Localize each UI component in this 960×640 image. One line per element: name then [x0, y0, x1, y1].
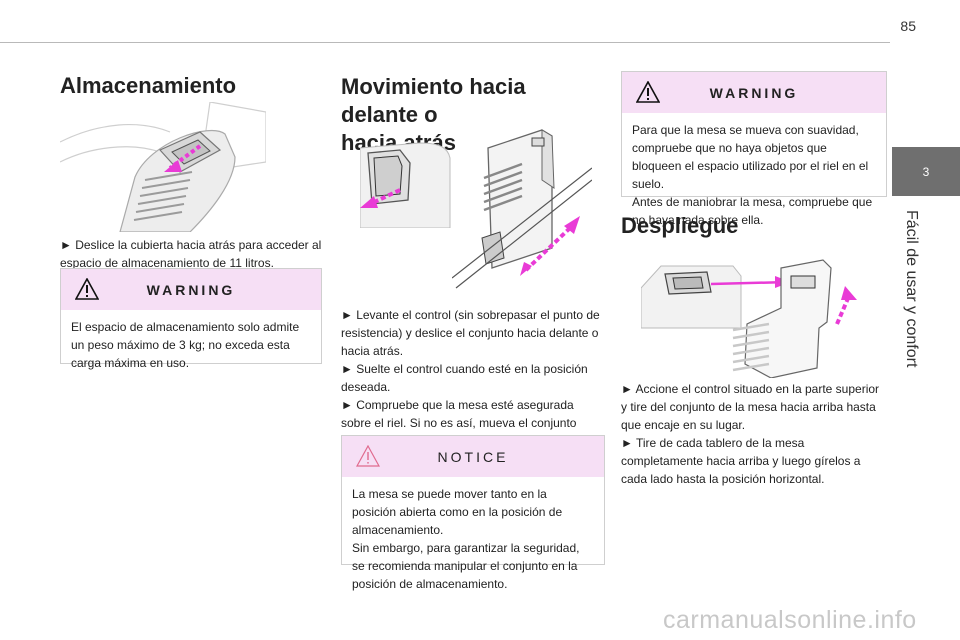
warning-text-1: Para que la mesa se mueva con suavidad, …: [632, 123, 869, 191]
storage-illustration: [60, 102, 266, 232]
move-steps: ► Levante el control (sin sobrepasar el …: [341, 306, 603, 450]
chapter-title: Fácil de usar y confort: [903, 210, 920, 368]
warning-header: WARNING: [61, 269, 321, 310]
watermark: carmanualsonline.info: [663, 606, 917, 634]
notice-icon: [356, 445, 380, 467]
deploy-illustration: [641, 259, 857, 378]
deploy-title: Despliegue: [621, 213, 739, 238]
storage-warning-box: WARNING El espacio de almacenamiento sol…: [60, 268, 322, 370]
move-illustration-left: [360, 142, 451, 228]
notice-box: NOTICE La mesa se puede mover tanto en l…: [341, 435, 605, 591]
warning-label: WARNING: [709, 84, 799, 101]
deploy-step-1: ► Accione el control situado en la parte…: [621, 382, 880, 432]
page-number: 85: [900, 18, 916, 34]
warning-icon: [636, 81, 660, 103]
storage-title: Almacenamiento: [60, 73, 237, 98]
move-step-2: ► Suelte el control cuando esté en la po…: [341, 362, 588, 394]
warning-label: WARNING: [146, 281, 236, 298]
rail-warning-box: WARNING Para que la mesa se mueva con su…: [621, 71, 887, 227]
warning-icon: [75, 278, 99, 300]
notice-text-2: Sin embargo, para garantizar la segurida…: [352, 541, 580, 591]
warning-text-2: Antes de maniobrar la mesa, compruebe qu…: [632, 195, 873, 227]
move-step-1: ► Levante el control (sin sobrepasar el …: [341, 308, 600, 358]
chapter-tab[interactable]: 3: [892, 147, 960, 196]
notice-text-1: La mesa se puede mover tanto en la posic…: [352, 487, 563, 537]
notice-label: NOTICE: [437, 448, 509, 465]
header-rule: [0, 42, 890, 43]
move-illustration-right: [452, 129, 592, 289]
deploy-steps: ► Accione el control situado en la parte…: [621, 380, 885, 488]
storage-instruction: ► Deslice la cubierta hacia atrás para a…: [60, 238, 322, 270]
warning-header: WARNING: [622, 72, 886, 113]
deploy-step-2: ► Tire de cada tablero de la mesa comple…: [621, 436, 861, 486]
warning-text: El espacio de almacenamiento solo admite…: [71, 320, 300, 370]
notice-header: NOTICE: [342, 436, 604, 477]
